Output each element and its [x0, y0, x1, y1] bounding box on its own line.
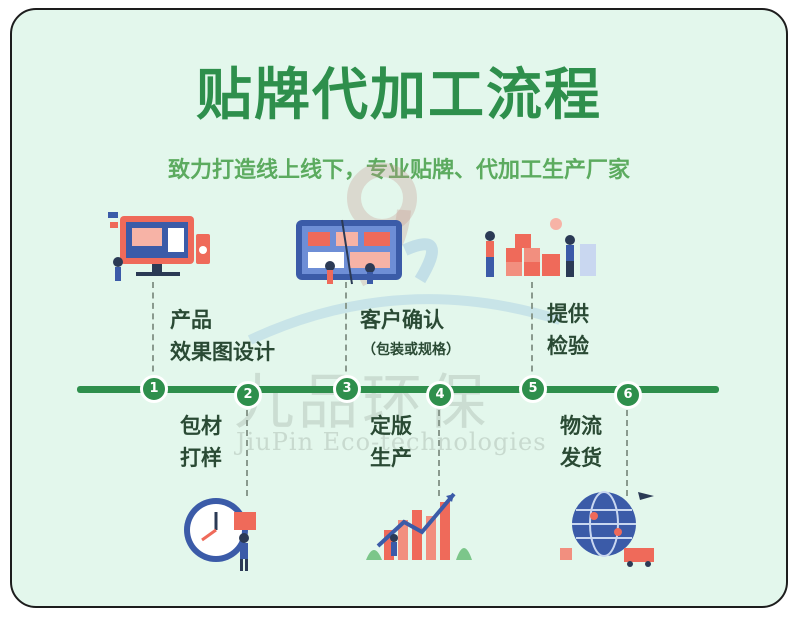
connector-6 [626, 400, 628, 496]
step-node-3: 3 [333, 375, 361, 403]
connector-1 [152, 282, 154, 382]
step-4-line1: 定版 [370, 410, 412, 442]
step-node-1: 1 [140, 375, 168, 403]
globe-logistics-icon [554, 488, 660, 568]
step-6-line2: 发货 [560, 442, 602, 474]
connector-5 [531, 282, 533, 382]
step-5-line1: 提供 [547, 298, 589, 330]
boxes-delivery-icon [476, 214, 600, 284]
page-subtitle: 致力打造线上线下，专业贴牌、代加工生产厂家 [12, 152, 786, 184]
step-6-line1: 物流 [560, 410, 602, 442]
step-3-note: （包装或规格） [362, 339, 460, 359]
step-1-label: 产品 效果图设计 [170, 304, 275, 368]
step-5-line2: 检验 [547, 330, 589, 362]
connector-4 [438, 400, 440, 496]
monitor-design-icon [106, 210, 216, 284]
connector-2 [246, 400, 248, 496]
step-1-line2: 效果图设计 [170, 336, 275, 368]
dashboard-team-icon [290, 210, 410, 286]
step-6-label: 物流 发货 [560, 410, 602, 474]
step-node-6: 6 [614, 381, 642, 409]
growth-chart-icon [364, 486, 474, 566]
step-5-label: 提供 检验 [547, 298, 589, 362]
step-2-line1: 包材 [180, 410, 222, 442]
step-node-5: 5 [519, 375, 547, 403]
step-4-line2: 生产 [370, 442, 412, 474]
step-2-line2: 打样 [180, 442, 222, 474]
page-title: 贴牌代加工流程 [12, 50, 786, 131]
step-2-label: 包材 打样 [180, 410, 222, 474]
step-node-4: 4 [426, 381, 454, 409]
step-3-line1: 客户确认 [360, 304, 444, 336]
step-3-label: 客户确认 [360, 304, 444, 336]
step-node-2: 2 [234, 381, 262, 409]
connector-3 [345, 282, 347, 382]
step-1-line1: 产品 [170, 304, 275, 336]
step-4-label: 定版 生产 [370, 410, 412, 474]
clock-package-icon [180, 490, 266, 574]
